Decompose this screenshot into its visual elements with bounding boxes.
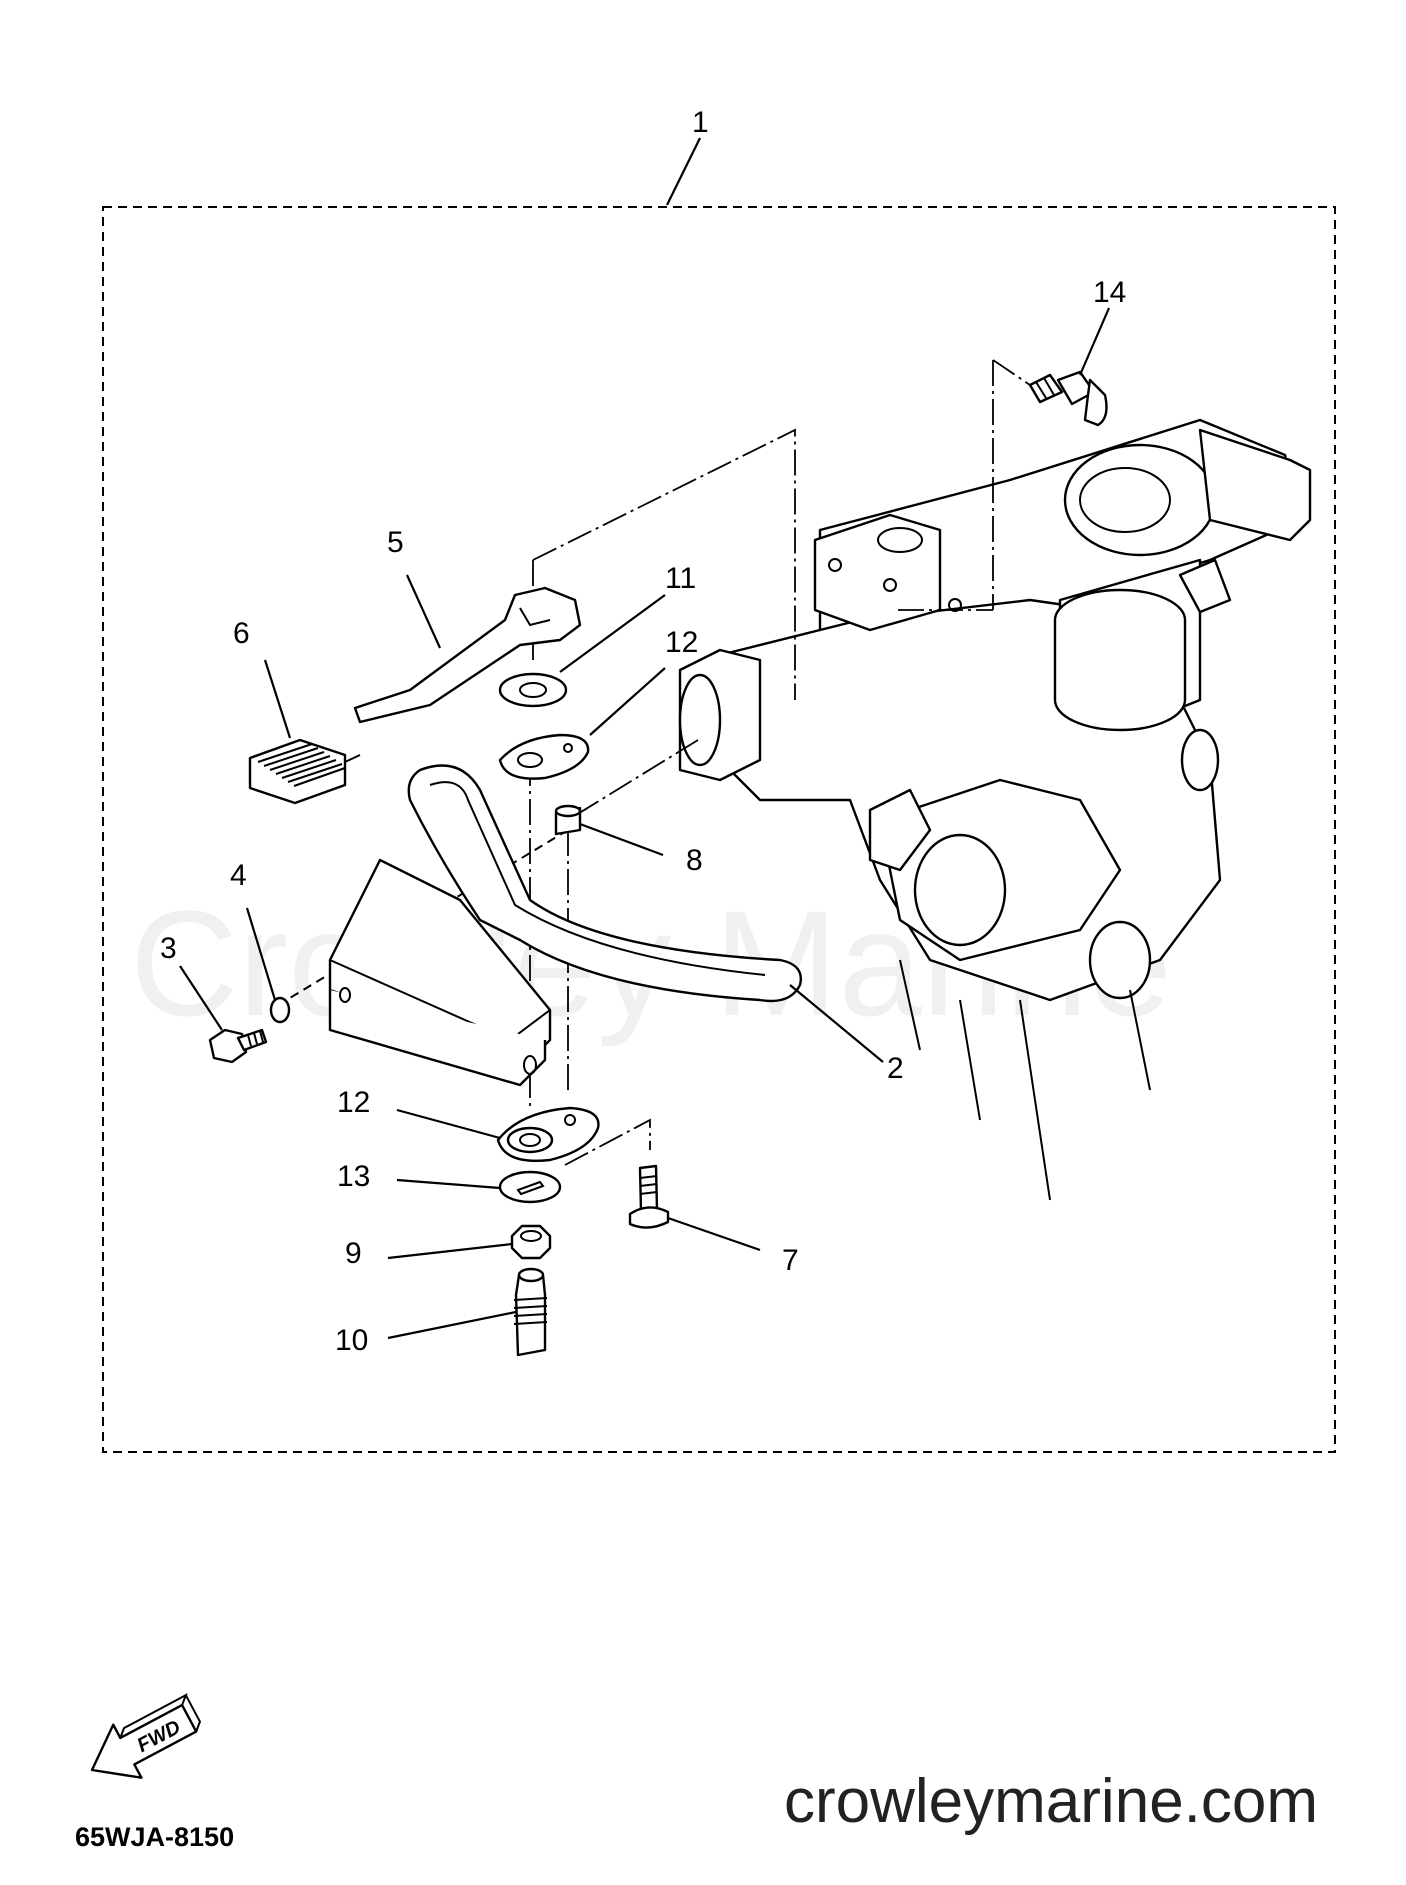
screw-7 <box>628 1164 670 1229</box>
callout-6: 6 <box>233 617 250 650</box>
callouts: 1 2 3 4 5 6 7 8 9 10 11 12 12 13 14 <box>160 106 1126 1357</box>
stud-10 <box>513 1267 548 1357</box>
callout-14: 14 <box>1093 276 1126 309</box>
swivel-housing <box>678 418 1312 1201</box>
callout-4: 4 <box>230 859 247 892</box>
plate-washer-12-upper <box>498 733 590 780</box>
linkage-lever <box>353 586 582 724</box>
callout-1: 1 <box>692 106 709 139</box>
callout-13: 13 <box>337 1160 370 1193</box>
assembly-lines <box>269 359 1031 1166</box>
bolt-3 <box>208 1028 268 1064</box>
callout-3: 3 <box>160 932 177 965</box>
collar-8 <box>554 804 582 836</box>
site-label: crowleymarine.com <box>784 1767 1318 1836</box>
bracket-plate <box>328 764 802 1087</box>
fitting-14 <box>1028 370 1108 427</box>
callout-2: 2 <box>887 1052 904 1085</box>
pad-link <box>344 754 361 763</box>
plate-washer-12-lower <box>496 1106 600 1162</box>
callout-9: 9 <box>345 1237 362 1270</box>
nut-9 <box>510 1224 552 1260</box>
callout-11: 11 <box>665 562 696 595</box>
callout-12-lower: 12 <box>337 1086 370 1119</box>
kit-boundary <box>102 206 1336 1453</box>
keyed-washer-13 <box>498 1170 562 1204</box>
callout-5: 5 <box>387 526 404 559</box>
washer-11 <box>498 672 568 708</box>
callout-12-upper: 12 <box>665 626 698 659</box>
diagram-code: 65WJA-8150 <box>75 1822 234 1852</box>
grip-pad <box>248 738 347 805</box>
callout-7: 7 <box>782 1244 799 1277</box>
leader-lines <box>179 137 1111 1340</box>
fwd-arrow: FWD <box>90 1693 202 1779</box>
callout-8: 8 <box>686 844 703 877</box>
callout-10: 10 <box>335 1324 368 1357</box>
ring-4 <box>269 996 291 1024</box>
